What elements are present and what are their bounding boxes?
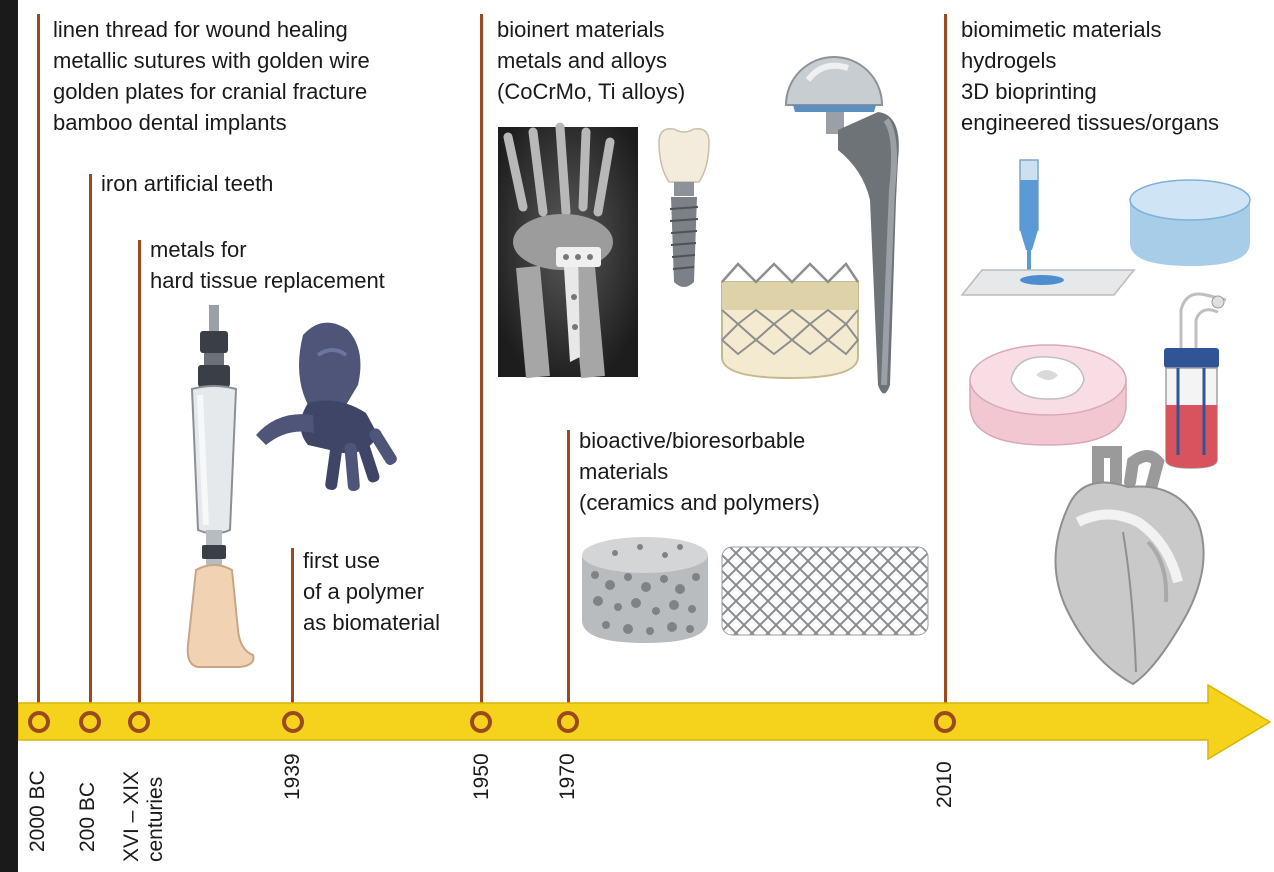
event-label-1970: bioactive/bioresorbable materials (ceram… bbox=[579, 425, 820, 518]
node-200bc bbox=[79, 711, 101, 733]
node-2010 bbox=[934, 711, 956, 733]
petri-dish-icon bbox=[966, 335, 1131, 450]
wrist-xray-icon bbox=[498, 127, 638, 377]
node-1939 bbox=[282, 711, 304, 733]
year-label-1939: 1939 bbox=[281, 753, 305, 800]
event-label-xvi-xix: metals for hard tissue replacement bbox=[150, 234, 385, 296]
year-label-1970: 1970 bbox=[556, 753, 580, 800]
bioprinter-icon bbox=[962, 160, 1137, 300]
event-label-1939: first use of a polymer as biomaterial bbox=[303, 545, 440, 638]
stem-200bc bbox=[89, 174, 92, 711]
robotic-hand-icon bbox=[248, 315, 418, 500]
year-label-200bc: 200 BC bbox=[76, 782, 100, 852]
hydrogel-disc-icon bbox=[1128, 178, 1253, 268]
timeline-panel: linen thread for wound healing metallic … bbox=[18, 0, 1274, 872]
stem-1950 bbox=[480, 14, 483, 711]
stem-1970 bbox=[567, 430, 570, 711]
stem-2010 bbox=[944, 14, 947, 711]
node-1970 bbox=[557, 711, 579, 733]
node-1950 bbox=[470, 711, 492, 733]
bioreactor-icon bbox=[1156, 290, 1241, 470]
node-2000bc bbox=[28, 711, 50, 733]
event-label-2010: biomimetic materials hydrogels 3D biopri… bbox=[961, 14, 1219, 138]
year-label-2000bc: 2000 BC bbox=[26, 770, 50, 852]
year-label-xvi-xix: XVI – XIX centuries bbox=[120, 771, 168, 862]
year-label-1950: 1950 bbox=[470, 753, 494, 800]
year-label-2010: 2010 bbox=[933, 761, 957, 808]
heart-icon bbox=[1038, 452, 1213, 687]
prosthetic-leg-icon bbox=[178, 305, 258, 670]
stem-2000bc bbox=[37, 14, 40, 711]
event-label-200bc: iron artificial teeth bbox=[101, 168, 273, 199]
hip-implant-icon bbox=[778, 40, 918, 405]
porous-scaffold-icon bbox=[580, 535, 710, 645]
event-label-1950: bioinert materials metals and alloys (Co… bbox=[497, 14, 685, 107]
dental-implant-icon bbox=[654, 127, 714, 292]
stent-mesh-icon bbox=[720, 545, 930, 637]
event-label-2000bc: linen thread for wound healing metallic … bbox=[53, 14, 370, 138]
stem-xvi-xix bbox=[138, 240, 141, 711]
node-xvi-xix bbox=[128, 711, 150, 733]
timeline-arrow bbox=[18, 680, 1274, 770]
